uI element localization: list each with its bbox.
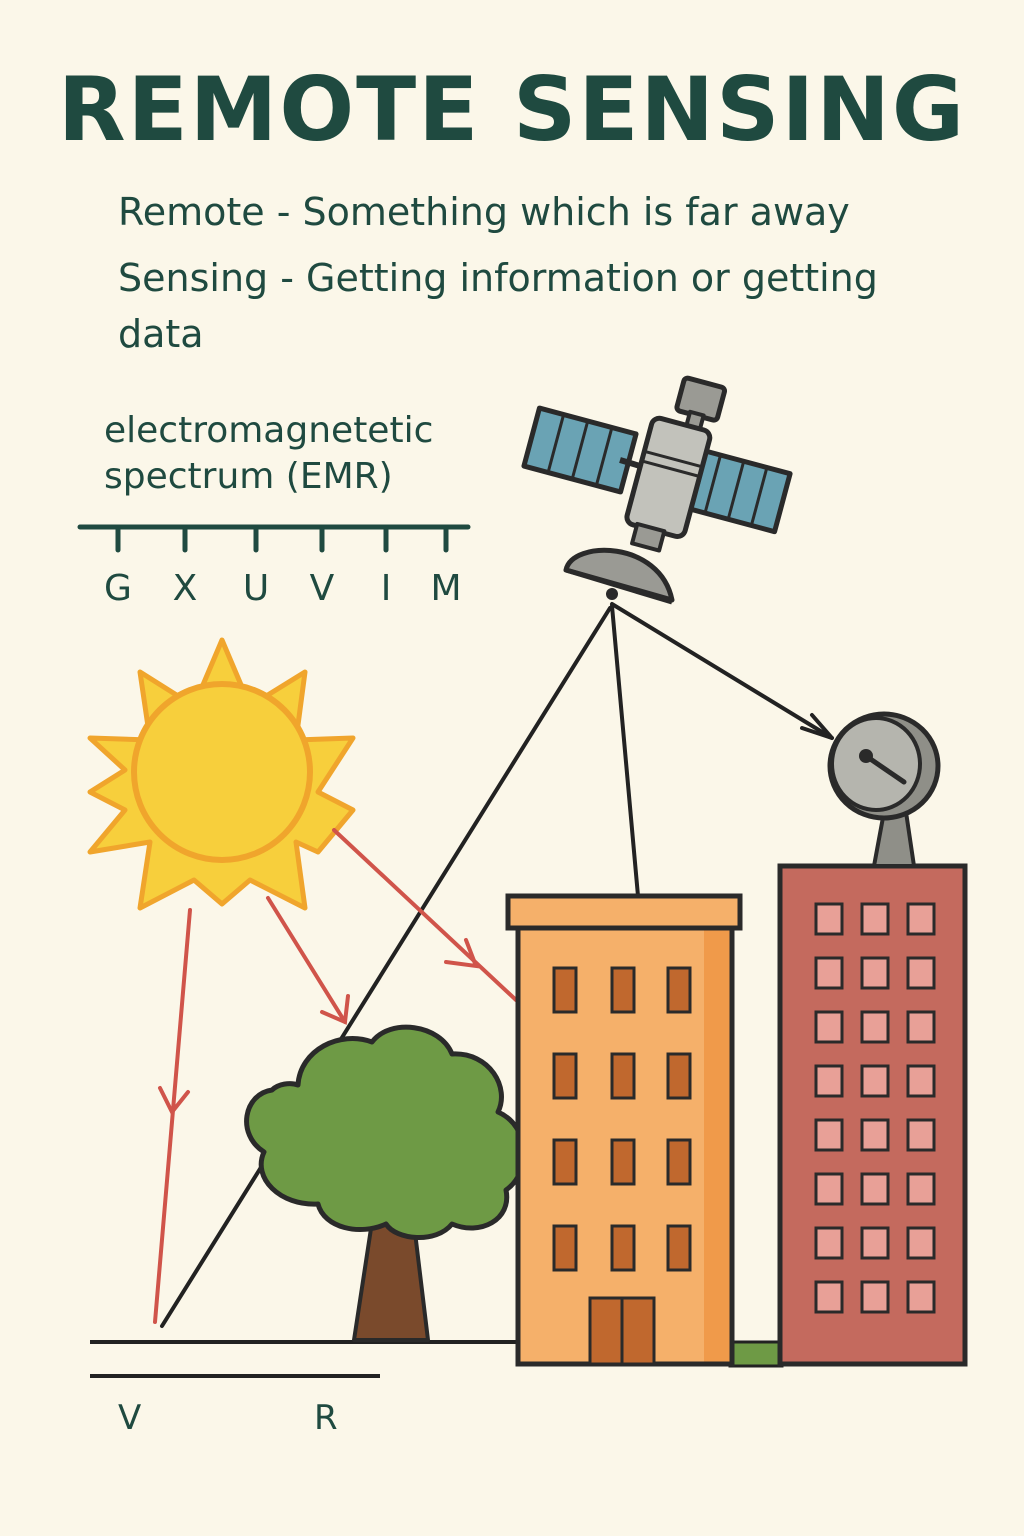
- emr-scale: [77, 524, 471, 553]
- building-window: [860, 1010, 890, 1044]
- building-window: [814, 902, 844, 936]
- band-letter-g: G: [104, 568, 132, 609]
- building-window: [906, 1172, 936, 1206]
- legend-label-v: V: [118, 1398, 142, 1438]
- building-window: [860, 1280, 890, 1314]
- page-title: REMOTE SENSING: [57, 58, 967, 161]
- building-window: [814, 1010, 844, 1044]
- satellite-icon: [521, 375, 793, 605]
- building-window: [906, 1010, 936, 1044]
- building-window: [814, 1064, 844, 1098]
- tall-building-icon: [777, 863, 968, 1367]
- building-window: [860, 956, 890, 990]
- building-window: [860, 902, 890, 936]
- building-window: [860, 1172, 890, 1206]
- emr-label-line2: spectrum (EMR): [104, 456, 393, 497]
- building-window: [860, 1064, 890, 1098]
- solar-rays: [153, 828, 518, 1324]
- band-letter-v: V: [309, 568, 335, 609]
- building-window: [906, 1118, 936, 1152]
- definition-remote: Remote - Something which is far away: [118, 190, 850, 234]
- building-window: [814, 1280, 844, 1314]
- building-window: [814, 1226, 844, 1260]
- band-letter-m: M: [430, 568, 462, 609]
- building-window: [906, 1280, 936, 1314]
- building-window: [860, 1118, 890, 1152]
- band-letter-i: I: [380, 568, 392, 609]
- legend-label-r: R: [314, 1398, 338, 1438]
- building-window: [906, 956, 936, 990]
- emr-label: electromagnetetic spectrum (EMR): [104, 408, 433, 500]
- emr-band-letters: G X U V I M: [80, 568, 480, 609]
- sun-icon: [87, 637, 356, 911]
- building-window: [814, 1118, 844, 1152]
- emr-label-line1: electromagnetetic: [104, 410, 434, 451]
- band-letter-u: U: [242, 568, 270, 609]
- band-letter-x: X: [172, 568, 198, 609]
- building-window: [814, 1172, 844, 1206]
- building-window: [906, 1226, 936, 1260]
- building-window: [814, 956, 844, 990]
- building-window: [860, 1226, 890, 1260]
- satellite-dish-icon: [827, 711, 941, 868]
- tree-icon: [244, 1024, 527, 1342]
- building-window: [906, 902, 936, 936]
- sensor-signal-lines: [160, 602, 834, 1328]
- definition-sensing: Sensing - Getting information or getting…: [118, 256, 878, 356]
- building-window: [906, 1064, 936, 1098]
- building-icon: [505, 893, 743, 1367]
